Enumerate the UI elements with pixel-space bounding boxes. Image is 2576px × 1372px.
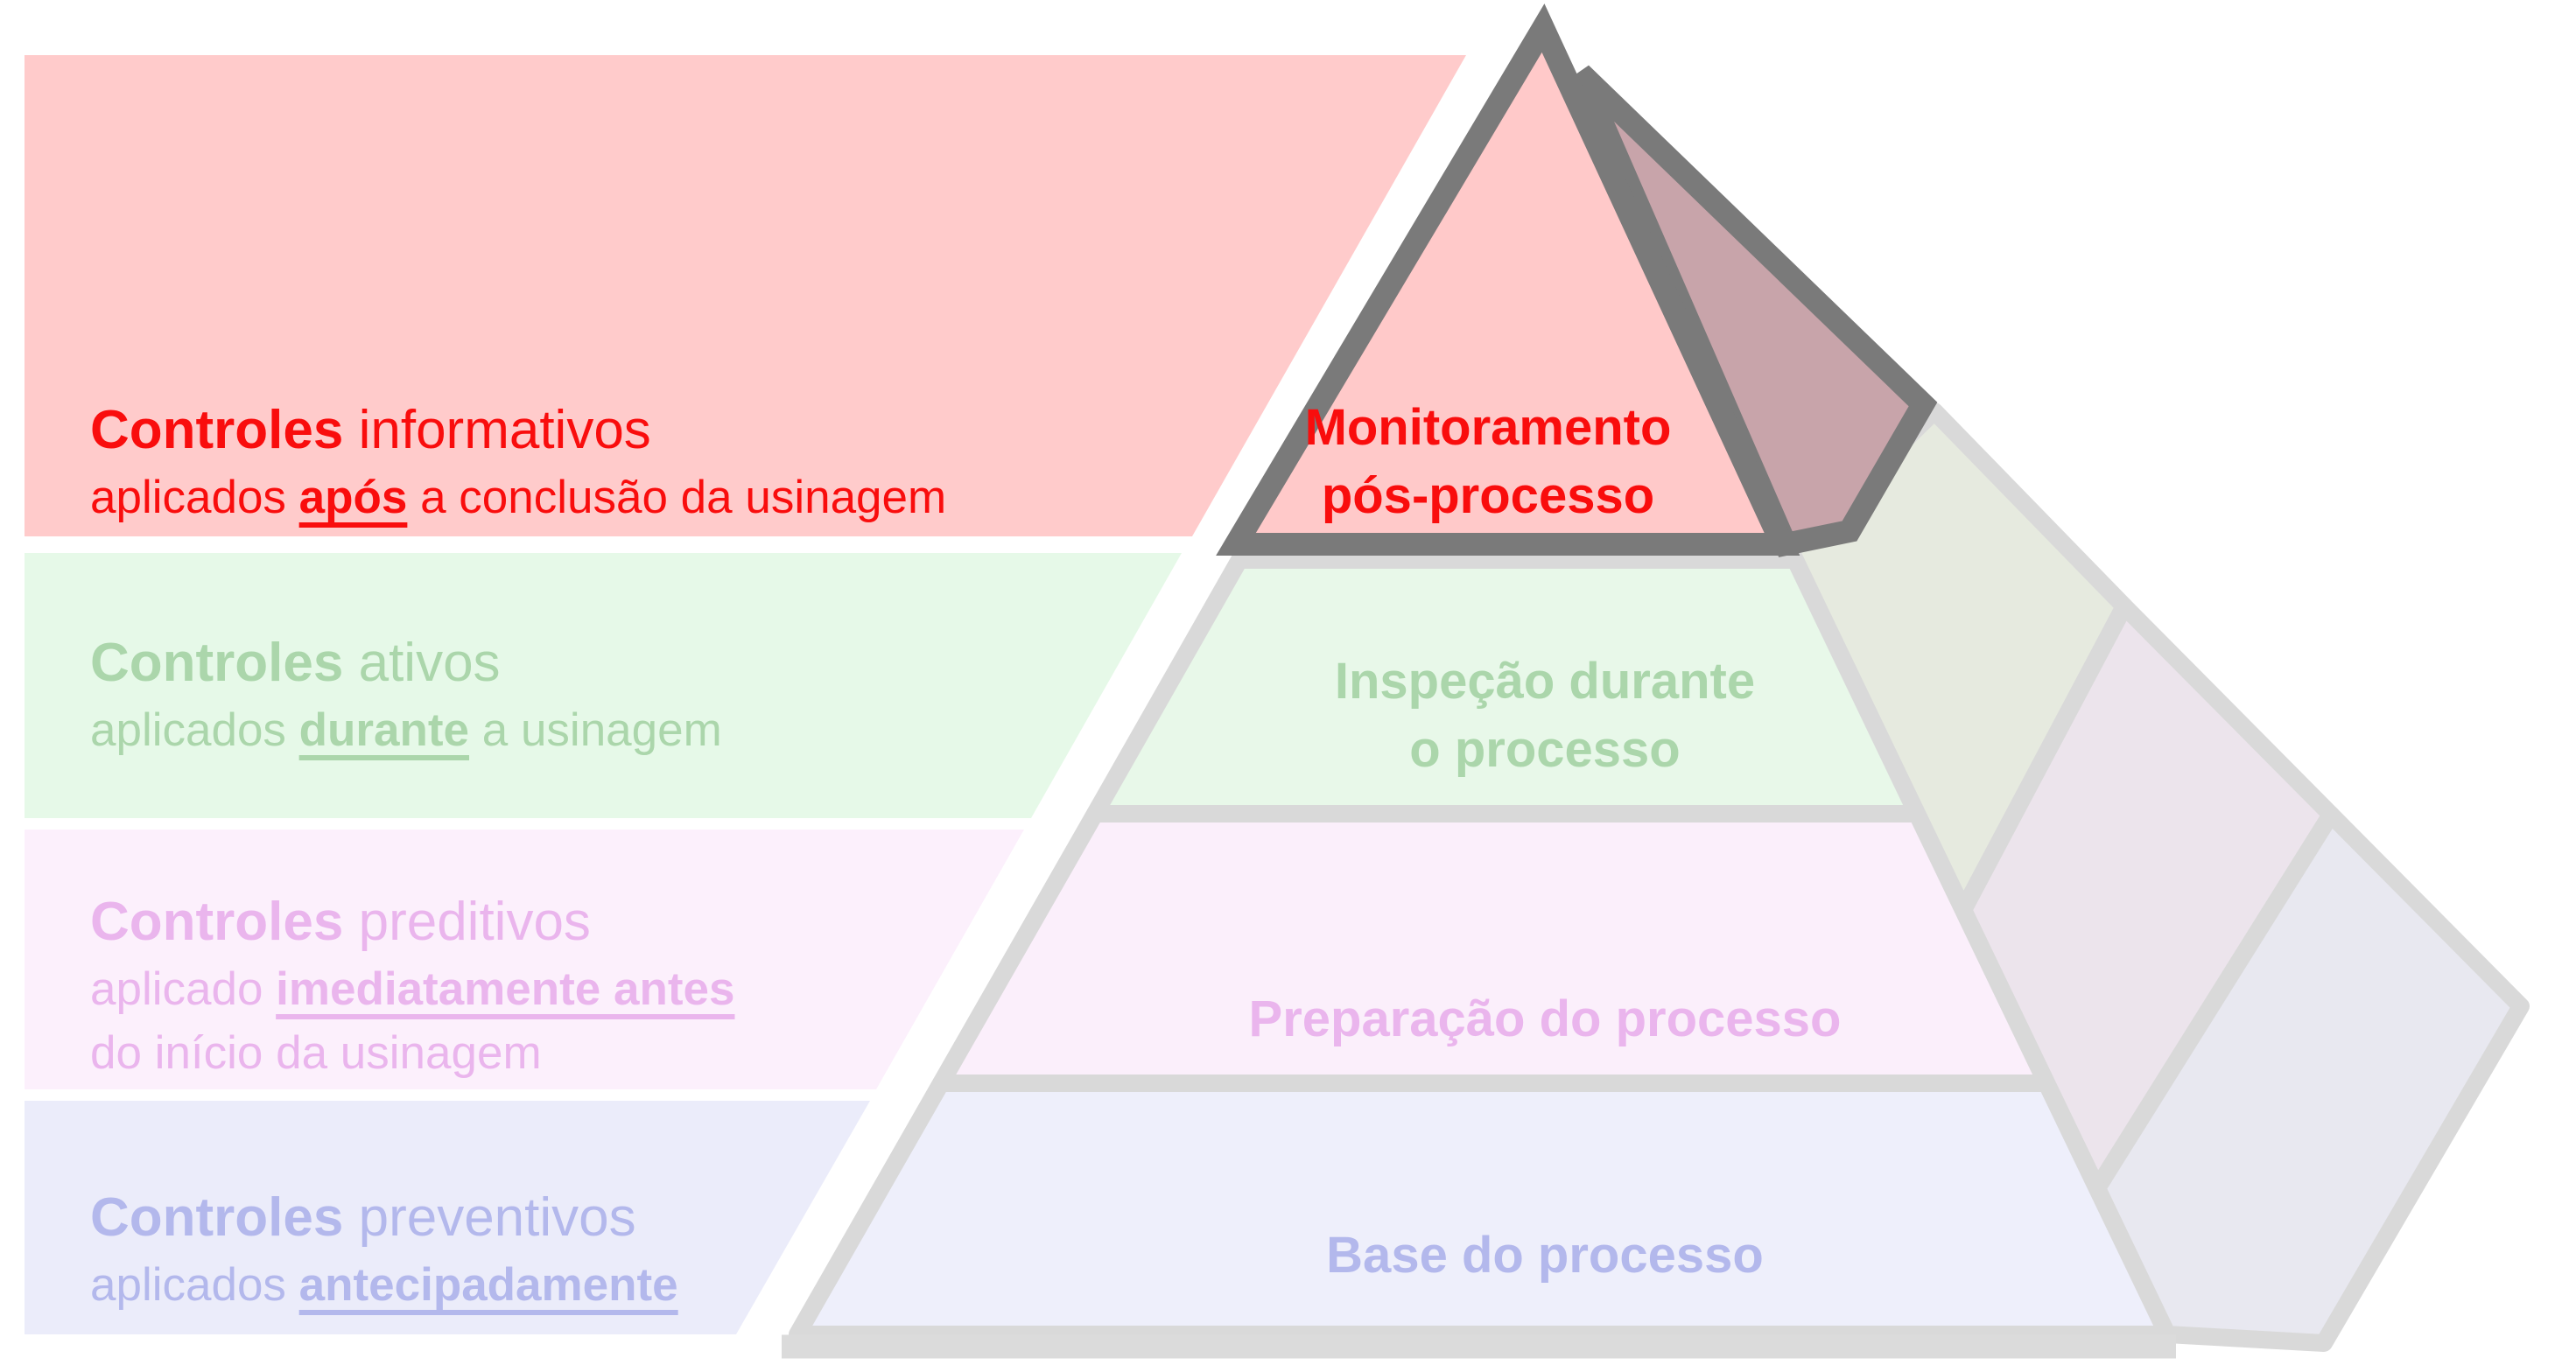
- band-description: aplicados após a conclusão da usinagem: [90, 472, 947, 523]
- pyramid-label-inspecao: Inspeção durante o processo: [1334, 653, 1756, 778]
- pyramid-label-preparacao: Preparação do processo: [1248, 990, 1842, 1047]
- band-label-preditivos: Controles preditivos aplicado imediatame…: [90, 887, 734, 1085]
- band-strip-preditivos: [25, 830, 1024, 1089]
- band-title: Controles preditivos: [90, 892, 591, 952]
- pyramid-label-monitoramento: Monitoramento pós-processo: [1304, 399, 1672, 524]
- band-label-preventivos: Controles preventivos aplicados antecipa…: [90, 1183, 678, 1317]
- pyramid-label-base: Base do processo: [1326, 1227, 1764, 1284]
- band-description: aplicados durante a usinagem: [90, 704, 722, 756]
- band-strip-informativos: [25, 55, 1466, 536]
- band-label-ativos: Controles ativos aplicados durante a usi…: [90, 628, 722, 762]
- band-title: Controles preventivos: [90, 1187, 636, 1248]
- band-title: Controles ativos: [90, 633, 501, 693]
- band-title: Controles informativos: [90, 400, 651, 460]
- pyramid-face-preventivos: [789, 1074, 2176, 1343]
- band-strip-preventivos: [25, 1101, 870, 1334]
- pyramid-apex-front-face: [1216, 4, 1800, 556]
- band-description-2: do início da usinagem: [90, 1027, 542, 1079]
- band-description: aplicado imediatamente antes: [90, 963, 735, 1015]
- band-label-informativos: Controles informativos aplicados após a …: [90, 396, 946, 529]
- band-description: aplicados antecipadamente: [90, 1259, 678, 1311]
- band-strip-ativos: [25, 553, 1182, 818]
